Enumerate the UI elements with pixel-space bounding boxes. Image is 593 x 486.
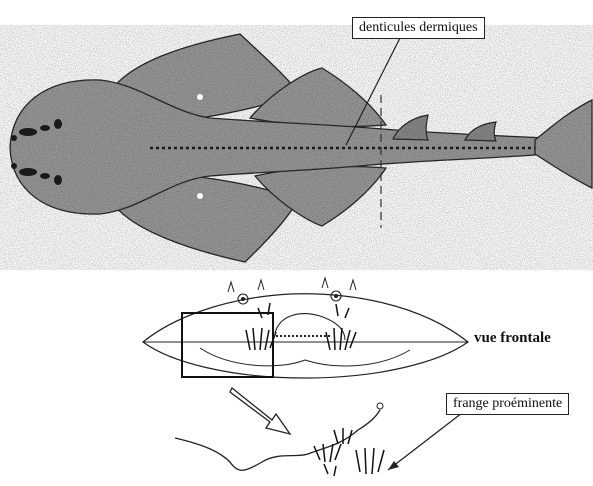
fringe-detail: [175, 403, 462, 476]
zoom-arrow: [230, 388, 290, 434]
head-spines: [228, 278, 356, 292]
shark-frontal-view: [143, 278, 468, 434]
fringe-label: frange proéminente: [446, 393, 569, 415]
denticle-label: denticules dermiques: [352, 17, 485, 39]
spiracle-lower: [197, 193, 203, 199]
fringe-leader: [388, 413, 462, 470]
lip-knob: [377, 403, 383, 409]
fringe-tufts: [314, 428, 384, 476]
spiracle-upper: [197, 94, 203, 100]
frontal-view-label: vue frontale: [474, 330, 551, 347]
shark-dorsal-view: [0, 25, 593, 270]
